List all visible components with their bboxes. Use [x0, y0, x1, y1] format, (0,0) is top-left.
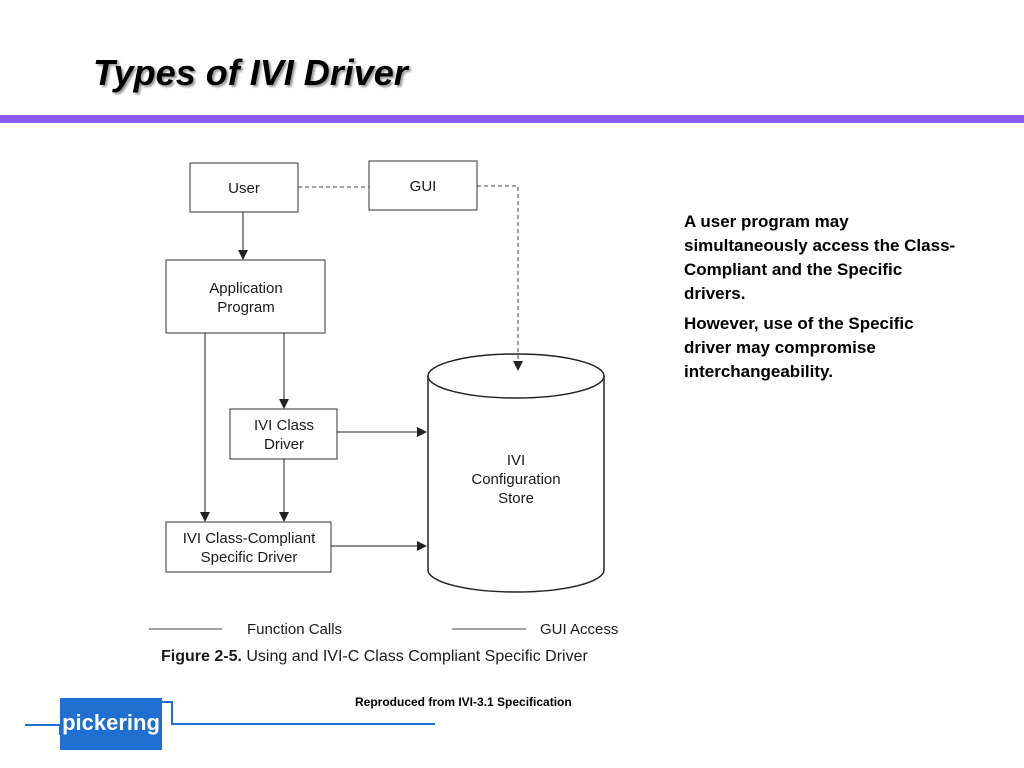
legend-function-calls: Function Calls [247, 621, 342, 638]
logo-wordmark: pickering [62, 710, 160, 735]
gui-node: GUI [368, 160, 478, 211]
gui-label: GUI [410, 178, 437, 195]
figure-caption: Figure 2-5. Using and IVI-C Class Compli… [161, 648, 588, 665]
logo-bracket-right [162, 701, 435, 725]
note-paragraph-2: However, use of the Specific driver may … [684, 314, 914, 381]
store-label-line2: Configuration [471, 471, 560, 488]
logo-box [60, 698, 162, 750]
note-paragraph-1: A user program may simultaneously access… [684, 212, 956, 303]
diagram-legend: Function Calls GUI Access [149, 621, 618, 638]
logo-bracket-left [25, 724, 61, 735]
application-label-line1: Application [209, 280, 282, 297]
legend-gui-access: GUI Access [540, 621, 618, 638]
ivi-class-driver-node: IVI Class Driver [229, 408, 338, 460]
store-label-line3: Store [498, 490, 534, 507]
title-accent-bar [0, 115, 1024, 123]
gui-store-dashed-arrow [477, 185, 523, 371]
class-driver-label-line2: Driver [264, 436, 304, 453]
store-label-line1: IVI [507, 452, 525, 469]
pickering-logo: pickering [25, 698, 435, 750]
application-program-node: Application Program [165, 259, 326, 334]
class-driver-label-line1: IVI Class [254, 417, 314, 434]
user-label: User [228, 180, 260, 197]
application-label-line2: Program [217, 299, 275, 316]
slide-title: Types of IVI Driver [93, 52, 408, 93]
source-credit: Reproduced from IVI-3.1 Specification [355, 695, 572, 709]
specific-driver-node: IVI Class-Compliant Specific Driver [165, 521, 332, 573]
user-node: User [189, 162, 299, 213]
ivi-configuration-store-node: IVI Configuration Store [427, 353, 605, 593]
specific-driver-label-line1: IVI Class-Compliant [183, 530, 316, 547]
figure-caption-text: Using and IVI-C Class Compliant Specific… [242, 648, 589, 665]
specific-driver-label-line2: Specific Driver [201, 549, 298, 566]
figure-caption-prefix: Figure 2-5. [161, 648, 242, 665]
side-notes: A user program may simultaneously access… [684, 210, 964, 390]
